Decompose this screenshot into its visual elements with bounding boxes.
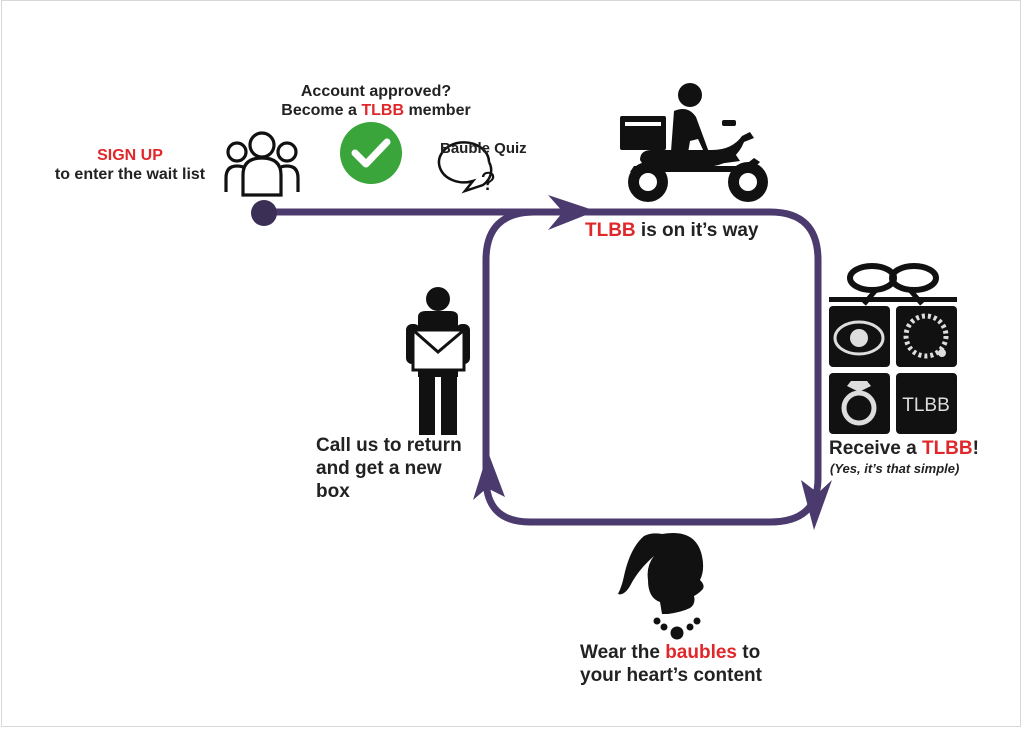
wear-prefix: Wear the (580, 642, 666, 663)
tlbb-tile-text: TLBB (902, 395, 950, 416)
loop-path (482, 208, 822, 526)
ring-icon (833, 320, 885, 356)
approval-brand: TLBB (361, 102, 404, 119)
arrowhead-left (473, 452, 505, 500)
approval-line2-prefix: Become a (281, 102, 362, 119)
gift-box-icon: TLBB (829, 263, 957, 434)
bracelet-tile (896, 306, 957, 367)
tlbb-tile: TLBB (896, 373, 957, 434)
wear-label: Wear the baubles to your heart’s content (580, 641, 762, 687)
group-of-people-icon (224, 131, 300, 197)
person-holding-envelope-icon (406, 287, 470, 435)
wear-suffix: to (737, 642, 761, 663)
sign-up-label: SIGN UP to enter the wait list (40, 146, 220, 184)
diamond-ring-tile (829, 373, 890, 434)
start-dot (251, 200, 277, 226)
checkmark-icon (340, 122, 402, 184)
necklace-icon (653, 617, 701, 640)
sign-up-subtitle: to enter the wait list (54, 166, 206, 183)
approval-line2-suffix: member (404, 102, 471, 119)
arrowhead-entry (548, 195, 596, 230)
speech-bubble-icon: ? (437, 141, 495, 196)
return-label: Call us to return and get a new box (316, 434, 462, 503)
flow-path (261, 208, 822, 526)
receive-label: Receive a TLBB! (829, 437, 979, 460)
delivery-label: TLBB is on it’s way (585, 219, 759, 242)
bubble-question-mark: ? (481, 166, 495, 196)
wear-line2: your heart’s content (580, 665, 762, 686)
receive-suffix: ! (972, 438, 979, 459)
receive-brand: TLBB (921, 438, 973, 459)
return-line3: box (316, 481, 350, 502)
return-line1: Call us to return (316, 435, 462, 456)
delivery-brand: TLBB (585, 220, 636, 241)
bracelet-icon (903, 313, 949, 359)
delivery-scooter-icon (620, 83, 768, 202)
receive-note: (Yes, it’s that simple) (830, 461, 960, 476)
bauble-quiz-label: Bauble Quiz (440, 140, 527, 157)
ring-tile (829, 306, 890, 367)
diamond-ring-icon (847, 381, 871, 392)
account-approved-label: Account approved? Become a TLBB member (262, 82, 490, 120)
woman-silhouette-icon (618, 532, 704, 614)
return-line2: and get a new (316, 458, 442, 479)
approval-line1: Account approved? (300, 83, 452, 100)
sign-up-highlight: SIGN UP (97, 147, 163, 164)
arrowhead-right (801, 480, 832, 530)
receive-prefix: Receive a (829, 438, 922, 459)
wear-highlight: baubles (665, 642, 737, 663)
delivery-text: is on it’s way (635, 220, 759, 241)
